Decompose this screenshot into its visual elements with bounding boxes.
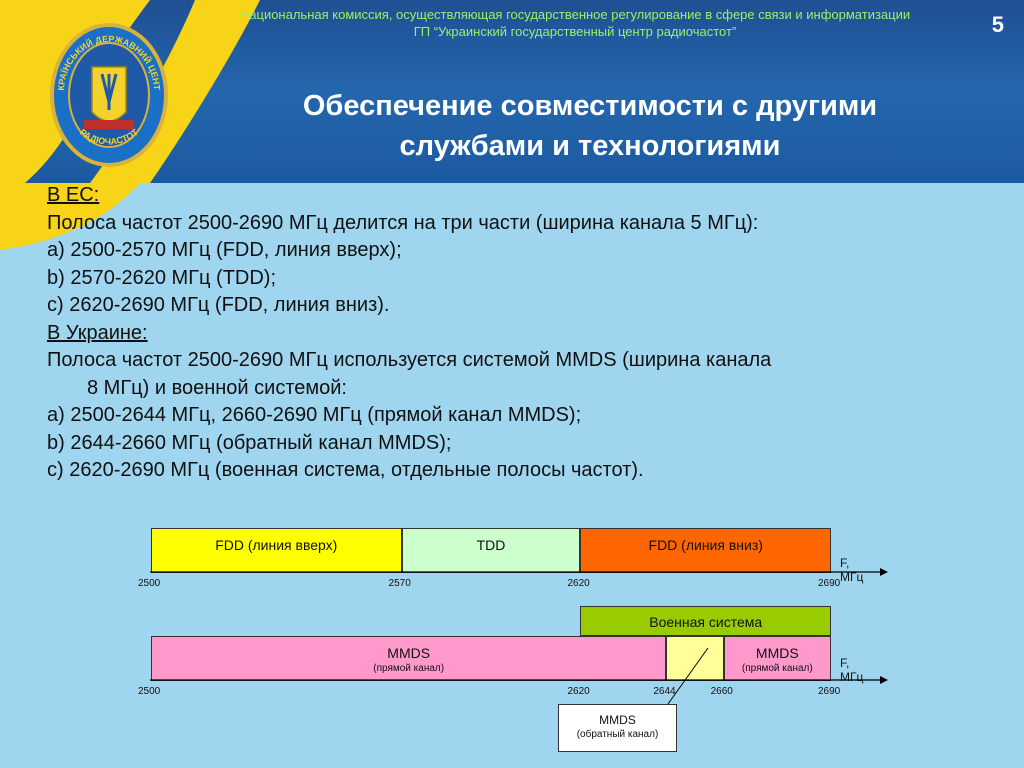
eu-band-segment: FDD (линия вниз): [580, 528, 831, 573]
ukraine-item-a: a) 2500-2644 МГц, 2660-2690 МГц (прямой …: [47, 404, 582, 426]
eu-band-segment: TDD: [401, 528, 581, 573]
ukraine-band-segment: MMDS (прямой канал): [151, 636, 667, 681]
ukraine-tick-label: 2644: [653, 686, 676, 697]
ukraine-band-segment: [666, 636, 724, 681]
title-line-2: службами и технологиями: [399, 130, 781, 162]
eu-axis-label: F, МГц: [840, 556, 864, 584]
eu-tick-label: 2500: [138, 578, 161, 589]
ukraine-band-segment: MMDS (прямой канал): [723, 636, 831, 681]
title-line-1: Обеспечение совместимости с другими: [302, 90, 878, 122]
eu-band-segment-label: FDD (линия вниз): [648, 537, 763, 553]
eu-item-b: b) 2570-2620 МГц (TDD);: [47, 266, 277, 289]
organization-name: Национальная комиссия, осуществляющая го…: [239, 7, 911, 22]
eu-item-a: a) 2500-2570 МГц (FDD, линия вверх);: [47, 239, 402, 261]
mmds-reverse-callout-sublabel: (обратный канал): [576, 729, 659, 740]
eu-heading: В ЕС:: [47, 184, 100, 206]
ukraine-band-segment-label: MMDS: [387, 645, 431, 661]
eu-tick-label: 2620: [567, 578, 590, 589]
ukraine-band-segment-label: MMDS: [755, 645, 799, 661]
slide-body: В ЕС: Полоса частот 2500-2690 МГц делитс…: [47, 182, 1007, 485]
eu-tick-label: 2570: [388, 578, 411, 589]
ukraine-axis-label: F, МГц: [840, 656, 864, 684]
ukraine-axis-arrow-icon: [880, 676, 888, 684]
ukraine-tick-label: 2690: [818, 686, 841, 697]
eu-tick-label: 2690: [818, 578, 841, 589]
ukraine-band-segment-sublabel: (прямой канал): [741, 663, 813, 674]
ukraine-band-segment-sublabel: (прямой канал): [373, 663, 445, 674]
ukraine-line-continued: 8 МГц) и военной системой:: [87, 376, 347, 399]
eu-line: Полоса частот 2500-2690 МГц делится на т…: [47, 211, 759, 234]
military-system-band-label: Военная система: [649, 614, 763, 630]
center-name: ГП “Украинский государственный центр рад…: [413, 24, 737, 39]
mmds-reverse-callout-label: MMDS: [599, 713, 636, 727]
slide-title: Обеспечение совместимости с другими служ…: [200, 86, 980, 166]
ukraine-item-c: c) 2620-2690 МГц (военная система, отдел…: [47, 459, 644, 481]
eu-band-segment-label: FDD (линия вверх): [215, 537, 338, 553]
mmds-reverse-callout: MMDS (обратный канал): [558, 704, 677, 752]
ukraine-line: Полоса частот 2500-2690 МГц используется…: [47, 349, 772, 371]
ukraine-tick-label: 2660: [710, 686, 733, 697]
eu-item-c: c) 2620-2690 МГц (FDD, линия вниз).: [47, 294, 390, 316]
military-system-band: Военная система: [580, 606, 831, 636]
eu-axis-arrow-icon: [880, 568, 888, 576]
slide-number: 5: [991, 12, 1004, 37]
ukraine-tick-label: 2620: [567, 686, 590, 697]
eu-band-segment: FDD (линия вверх): [151, 528, 402, 573]
ukraine-heading: В Украине:: [47, 321, 148, 344]
eu-band-segment-label: TDD: [476, 537, 506, 553]
ukraine-tick-label: 2500: [138, 686, 161, 697]
ukraine-item-b: b) 2644-2660 МГц (обратный канал MMDS);: [47, 431, 452, 454]
